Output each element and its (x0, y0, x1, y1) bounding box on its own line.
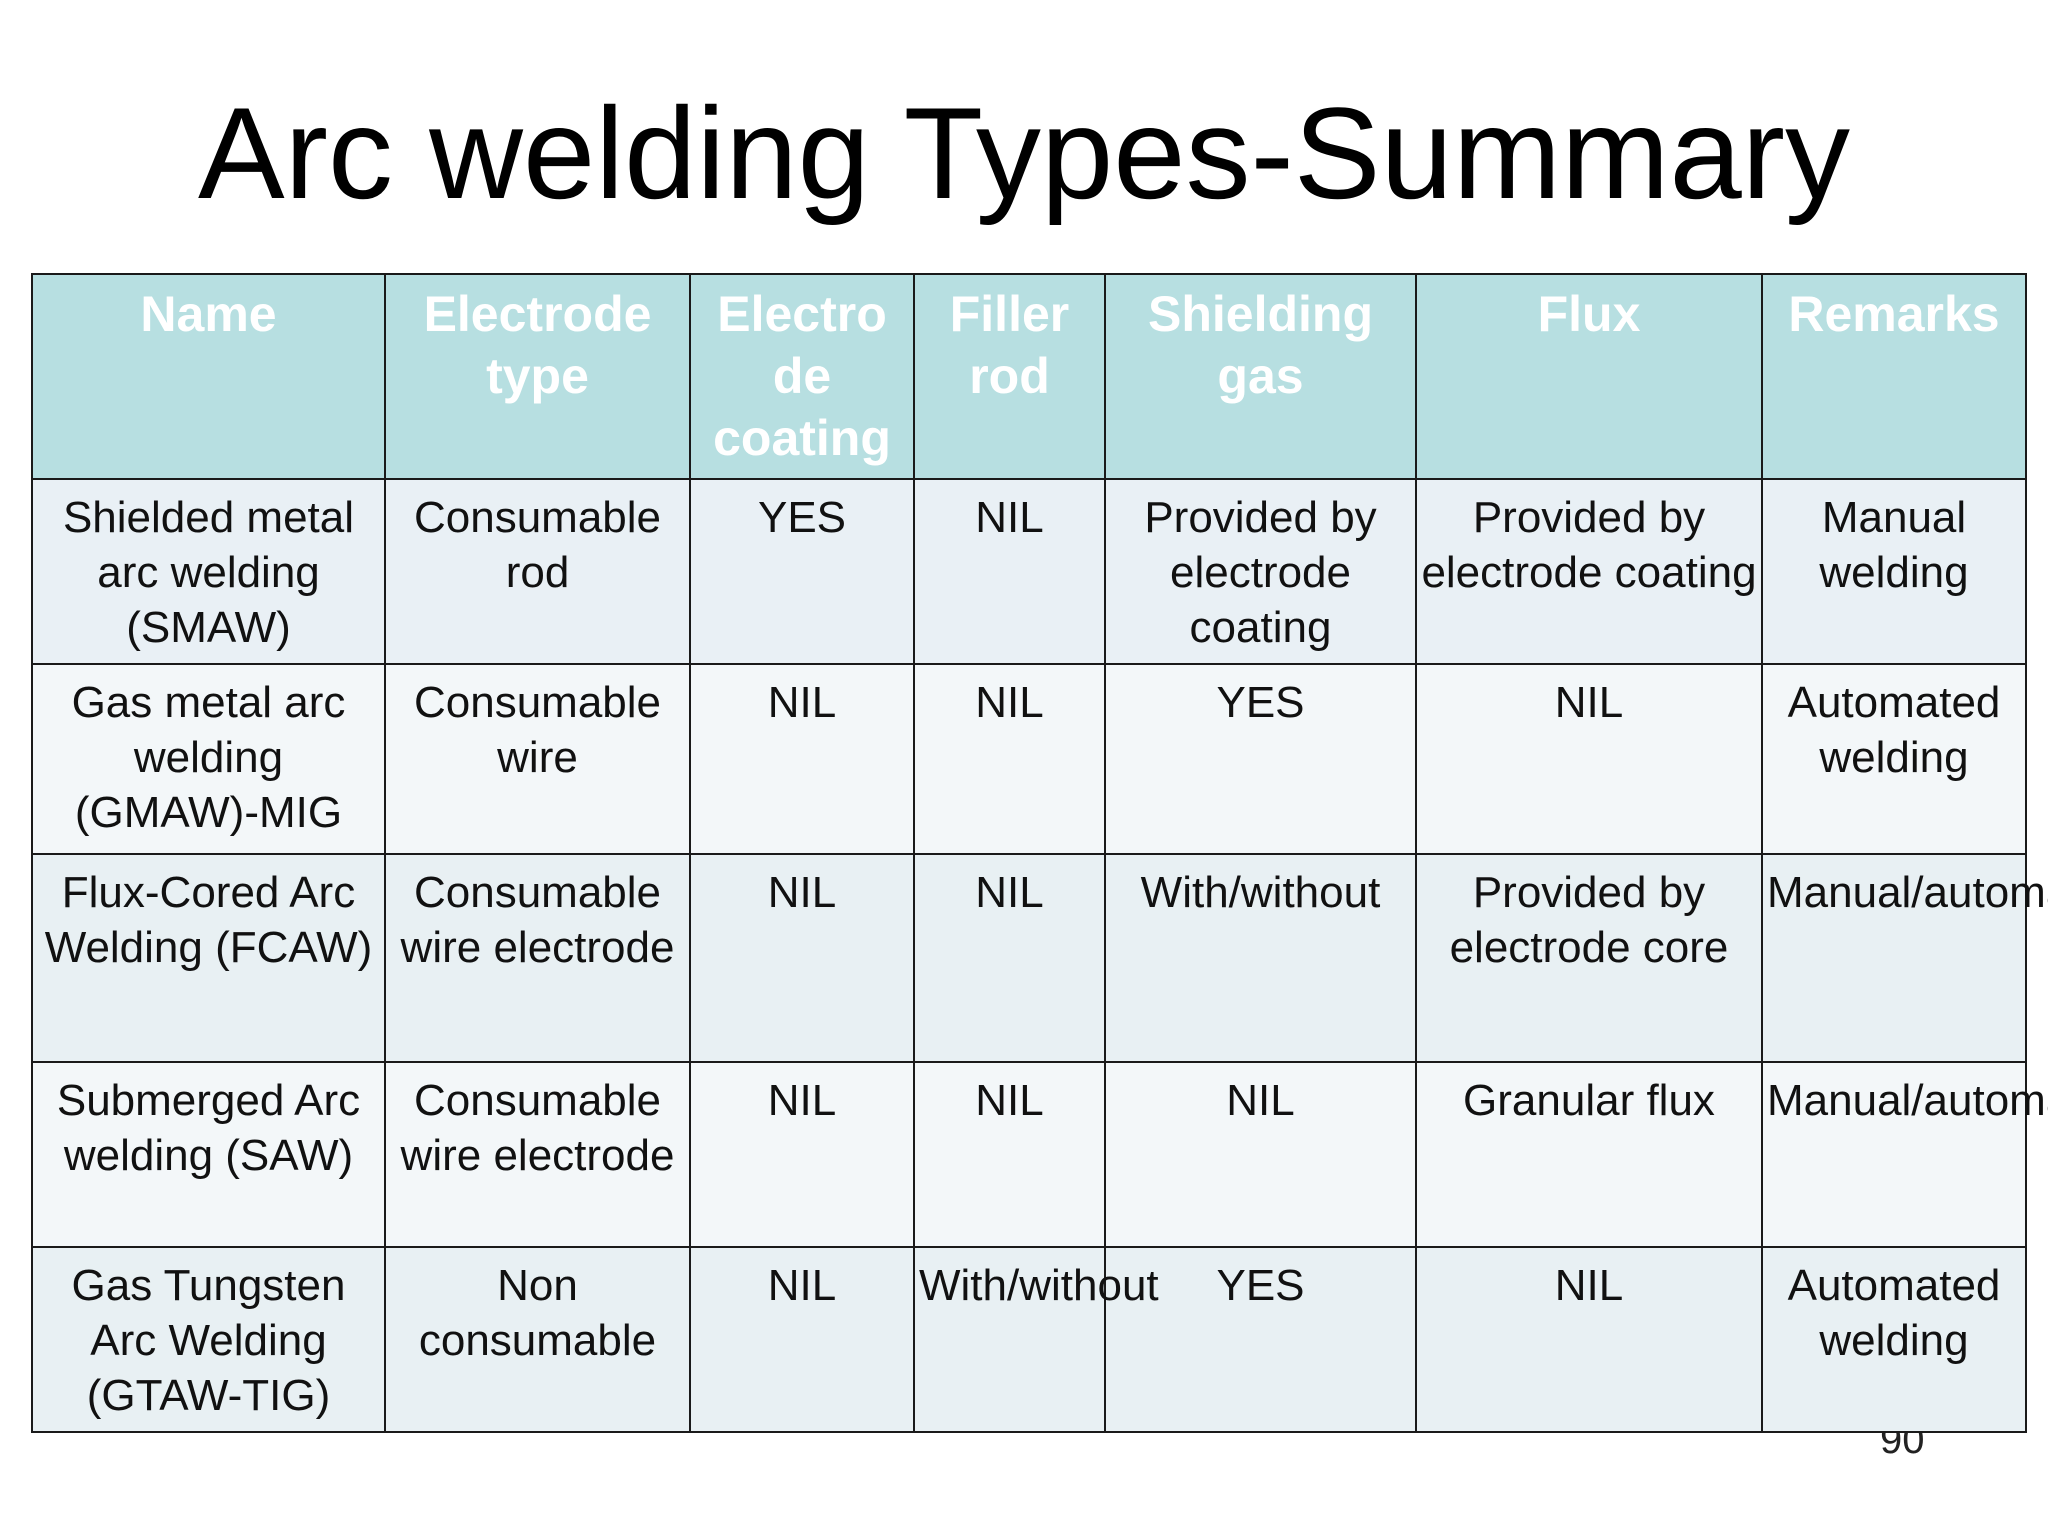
cell-filler-rod: NIL (913, 853, 1106, 1063)
cell-shielding-gas: YES (1104, 1246, 1417, 1433)
cell-electrode-type: Consumable wire (384, 663, 691, 855)
cell-electrode-type: Consumable rod (384, 478, 691, 665)
slide-title: Arc welding Types-Summary (197, 80, 1851, 226)
cell-filler-rod: NIL (913, 478, 1106, 665)
table-row: Flux-Cored Arc Welding (FCAW) Consumable… (31, 853, 2048, 1063)
cell-shielding-gas: NIL (1104, 1061, 1417, 1248)
cell-name: Gas Tungsten Arc Welding (GTAW-TIG) (31, 1246, 386, 1433)
cell-remarks: Manual/automated (1761, 853, 2048, 1063)
cell-flux: NIL (1415, 663, 1763, 855)
table-row: Gas metal arc welding (GMAW)-MIG Consuma… (31, 663, 2027, 855)
cell-flux: NIL (1415, 1246, 1763, 1433)
cell-shielding-gas: With/without (1104, 853, 1417, 1063)
cell-shielding-gas: YES (1104, 663, 1417, 855)
cell-electrode-type: Consumable wire electrode (384, 1061, 691, 1248)
cell-flux: Granular flux (1415, 1061, 1763, 1248)
cell-remarks: Automated welding (1761, 663, 2027, 855)
table-row: Gas Tungsten Arc Welding (GTAW-TIG) Non … (31, 1246, 2027, 1433)
cell-name: Submerged Arc welding (SAW) (31, 1061, 386, 1248)
header-name: Name (31, 273, 386, 480)
cell-electrode-coating: NIL (689, 1061, 915, 1248)
cell-filler-rod: With/without (913, 1246, 1159, 1433)
header-remarks: Remarks (1761, 273, 2027, 480)
cell-shielding-gas: Provided by electrode coating (1104, 478, 1417, 665)
cell-flux: Provided by electrode coating (1415, 478, 1763, 665)
table-row: Submerged Arc welding (SAW) Consumable w… (31, 1061, 2048, 1248)
cell-remarks: Manual/automated (1761, 1061, 2048, 1248)
cell-filler-rod: NIL (913, 1061, 1106, 1248)
cell-electrode-type: Non consumable (384, 1246, 691, 1433)
cell-filler-rod: NIL (913, 663, 1106, 855)
cell-electrode-coating: YES (689, 478, 915, 665)
cell-electrode-type: Consumable wire electrode (384, 853, 691, 1063)
table-row: Shielded metal arc welding (SMAW) Consum… (31, 478, 2027, 665)
cell-name: Flux-Cored Arc Welding (FCAW) (31, 853, 386, 1063)
cell-remarks: Automated welding (1761, 1246, 2027, 1433)
cell-electrode-coating: NIL (689, 1246, 915, 1433)
cell-electrode-coating: NIL (689, 853, 915, 1063)
cell-flux: Provided by electrode core (1415, 853, 1763, 1063)
cell-remarks: Manual welding (1761, 478, 2027, 665)
cell-electrode-coating: NIL (689, 663, 915, 855)
cell-name: Shielded metal arc welding (SMAW) (31, 478, 386, 665)
cell-name: Gas metal arc welding (GMAW)-MIG (31, 663, 386, 855)
header-flux: Flux (1415, 273, 1763, 480)
